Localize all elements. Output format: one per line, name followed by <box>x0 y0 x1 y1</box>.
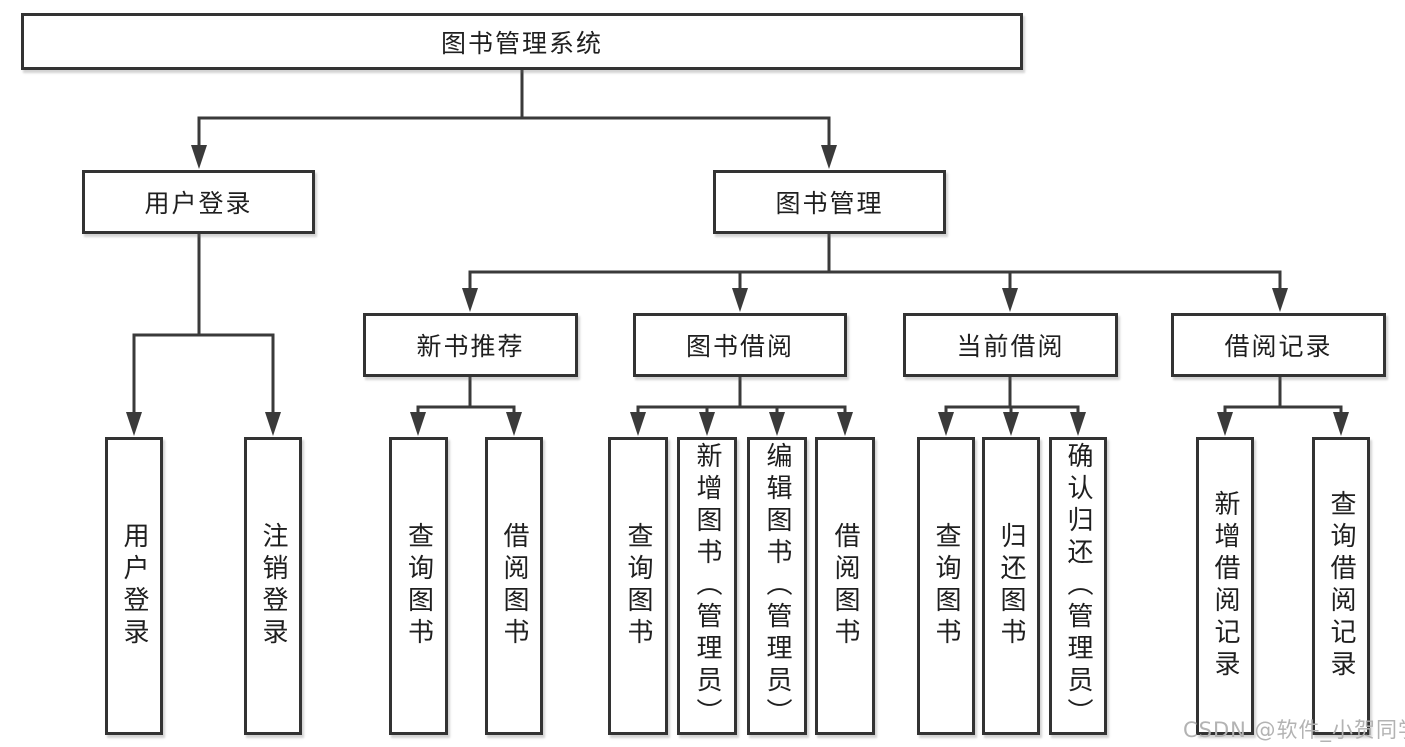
leaf-query-borrow-record: 查询借阅记录 <box>1312 437 1370 735</box>
leaf-query-books-borrow: 查询图书 <box>608 437 668 735</box>
node-label: 查询图书 <box>623 522 653 650</box>
arrow-down-icon <box>191 145 207 169</box>
node-current-borrow: 当前借阅 <box>903 313 1118 377</box>
arrow-down-icon <box>630 412 646 436</box>
arrow-down-icon <box>126 412 142 436</box>
node-label: 查询图书 <box>931 522 961 650</box>
csdn-watermark: CSDN @软件_小贺同学 <box>1183 718 1405 742</box>
arrow-down-icon <box>1333 412 1349 436</box>
node-label: 查询图书 <box>403 522 434 650</box>
arrow-down-icon <box>1217 412 1233 436</box>
arrow-down-icon <box>837 412 853 436</box>
node-label: 注销登录 <box>258 522 288 650</box>
connector-current-borrow <box>944 375 1080 416</box>
arrow-down-icon <box>410 412 426 436</box>
arrow-down-icon <box>1070 412 1086 436</box>
arrow-down-icon <box>732 288 748 312</box>
node-root: 图书管理系统 <box>21 13 1023 70</box>
node-label: 新增图书（管理员） <box>692 442 722 730</box>
arrow-down-icon <box>821 145 837 169</box>
connector-user-login <box>132 231 275 416</box>
leaf-query-books-recommend: 查询图书 <box>389 437 448 735</box>
leaf-borrow-books-recommend: 借阅图书 <box>485 437 543 735</box>
arrow-down-icon <box>938 412 954 436</box>
connector-new-book-recommend <box>416 375 516 416</box>
leaf-query-books-current: 查询图书 <box>917 437 975 735</box>
leaf-return-book: 归还图书 <box>982 437 1040 735</box>
arrow-down-icon <box>265 412 281 436</box>
leaf-user-login: 用户登录 <box>105 437 163 735</box>
connector-book-management <box>468 232 1282 292</box>
arrow-down-icon <box>462 288 478 312</box>
node-user-login: 用户登录 <box>82 170 315 234</box>
node-book-borrow: 图书借阅 <box>633 313 847 377</box>
node-label: 借阅图书 <box>499 522 529 650</box>
connector-borrow-records <box>1223 375 1343 416</box>
node-label: 归还图书 <box>996 522 1026 650</box>
node-label: 查询借阅记录 <box>1326 490 1356 682</box>
connector-root <box>197 68 831 149</box>
node-label: 借阅记录 <box>1224 332 1333 361</box>
arrow-down-icon <box>506 412 522 436</box>
arrow-down-icon <box>1002 288 1018 312</box>
leaf-edit-book-admin: 编辑图书（管理员） <box>747 437 807 735</box>
leaf-add-book-admin: 新增图书（管理员） <box>677 437 737 735</box>
node-label: 用户登录 <box>144 189 253 218</box>
arrow-down-icon <box>1272 288 1288 312</box>
arrow-down-icon <box>769 412 785 436</box>
arrow-down-icon <box>699 412 715 436</box>
node-label: 当前借阅 <box>956 332 1065 361</box>
node-label: 新增借阅记录 <box>1210 490 1240 682</box>
node-label: 编辑图书（管理员） <box>762 442 792 730</box>
arrow-down-icon <box>1003 412 1019 436</box>
node-book-management: 图书管理 <box>713 170 946 234</box>
leaf-confirm-return-admin: 确认归还（管理员） <box>1049 437 1107 735</box>
node-new-book-recommend: 新书推荐 <box>363 313 578 377</box>
node-label: 确认归还（管理员） <box>1063 442 1093 730</box>
node-label: 用户登录 <box>119 522 149 650</box>
connector-book-borrow <box>636 375 847 416</box>
node-borrow-records: 借阅记录 <box>1171 313 1386 377</box>
leaf-add-borrow-record: 新增借阅记录 <box>1196 437 1254 735</box>
leaf-borrow-books-borrow: 借阅图书 <box>815 437 875 735</box>
node-label: 借阅图书 <box>830 522 860 650</box>
node-label: 图书管理系统 <box>440 28 603 58</box>
node-label: 新书推荐 <box>416 332 525 361</box>
leaf-logout: 注销登录 <box>244 437 302 735</box>
node-label: 图书借阅 <box>685 332 794 361</box>
node-label: 图书管理 <box>775 189 884 218</box>
